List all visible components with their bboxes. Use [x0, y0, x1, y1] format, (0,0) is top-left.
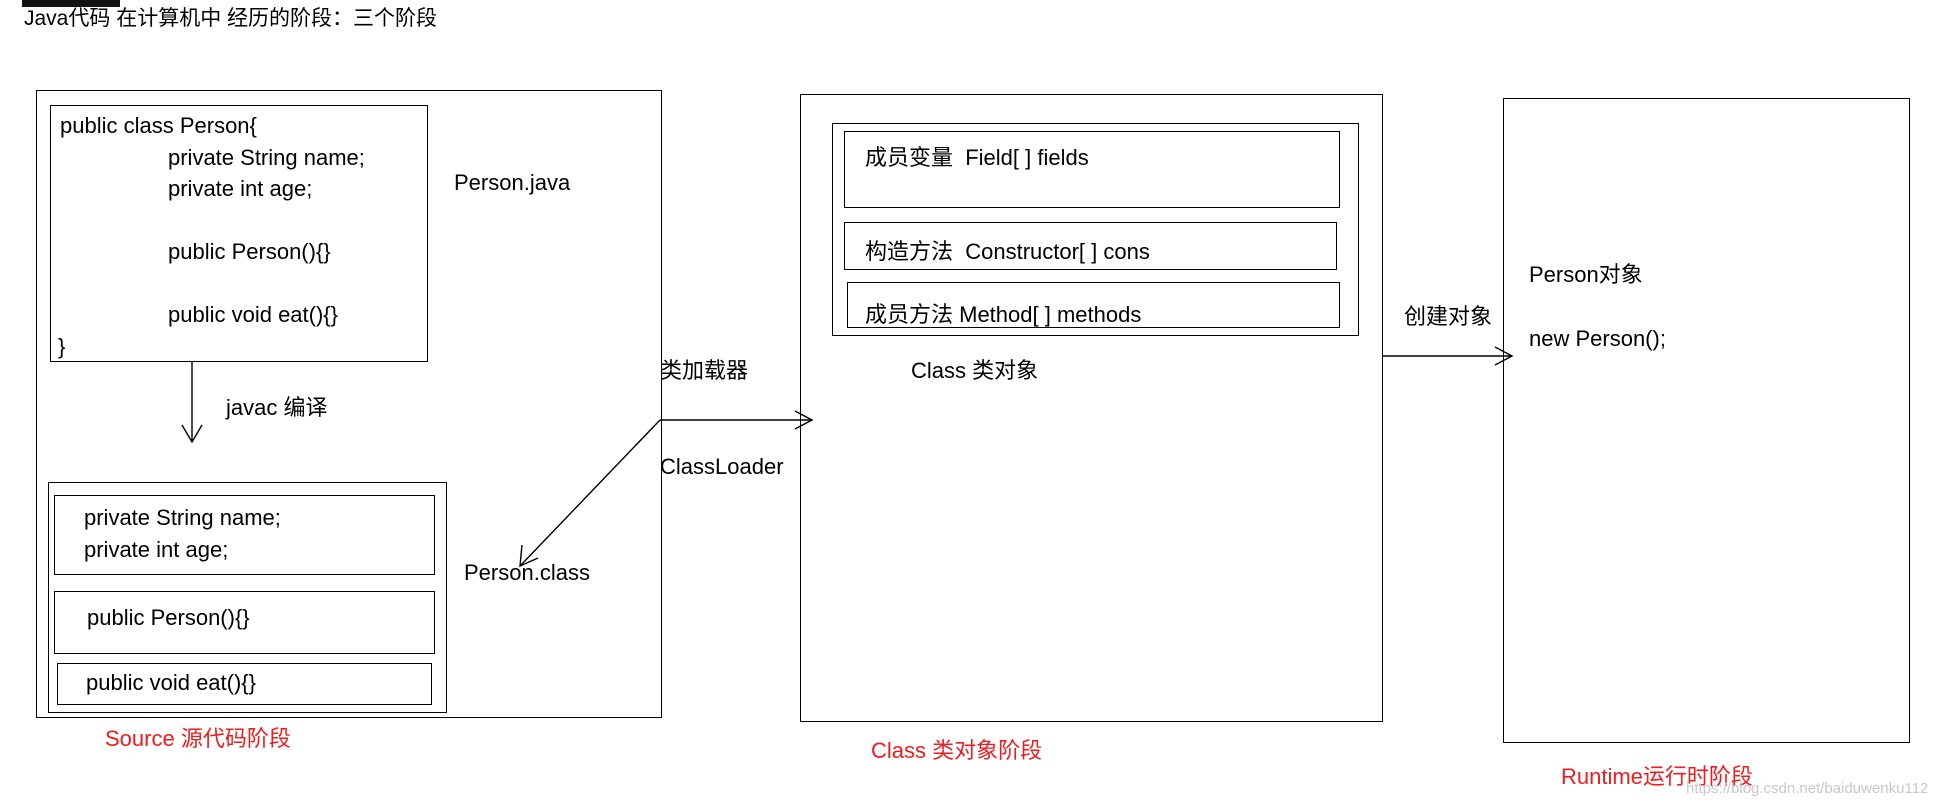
methods-member-label: 成员方法 Method[ ] methods — [865, 302, 1142, 327]
class-object-label: Class 类对象 — [911, 358, 1039, 383]
class-method: public void eat(){} — [86, 670, 256, 695]
fields-member-box — [844, 131, 1340, 208]
fields-member-label: 成员变量 Field[ ] fields — [865, 145, 1089, 170]
class-stage-label: Class 类对象阶段 — [871, 738, 1043, 763]
class-file-label: Person.class — [464, 560, 590, 585]
new-person-expression: new Person(); — [1529, 326, 1666, 351]
java-source-box — [50, 105, 428, 362]
watermark: https://blog.csdn.net/baiduwenku112 — [1686, 780, 1929, 797]
class-file-link-arrow-head — [519, 544, 539, 568]
create-object-arrow-head — [1494, 346, 1514, 366]
class-loader-label-en: ClassLoader — [660, 454, 784, 479]
java-code-line-constructor: public Person(){} — [168, 239, 331, 264]
class-field-name: private String name; — [84, 505, 281, 530]
compile-label: javac 编译 — [226, 395, 328, 420]
class-constructor-section — [54, 591, 435, 654]
methods-member-box — [847, 282, 1340, 328]
java-code-line-name: private String name; — [168, 145, 365, 170]
class-field-age: private int age; — [84, 537, 229, 562]
runtime-stage-panel — [1503, 98, 1910, 743]
constructors-member-label: 构造方法 Constructor[ ] cons — [865, 239, 1150, 264]
top-edge-artifact — [22, 0, 120, 7]
java-code-line-age: private int age; — [168, 176, 313, 201]
source-stage-label: Source 源代码阶段 — [105, 726, 291, 751]
class-file-link-arrow — [519, 419, 661, 567]
runtime-stage-label: Runtime运行时阶段 — [1561, 764, 1753, 789]
java-code-line-class: public class Person{ — [60, 113, 257, 138]
class-method-section — [57, 663, 432, 705]
class-fields-section — [54, 495, 435, 575]
class-loader-arrow-head — [794, 410, 814, 430]
java-code-line-method: public void eat(){} — [168, 302, 338, 327]
compile-arrow-head — [181, 424, 203, 444]
constructors-member-box — [844, 222, 1337, 270]
create-object-label: 创建对象 — [1404, 304, 1493, 329]
page-title: Java代码 在计算机中 经历的阶段：三个阶段 — [24, 7, 438, 30]
class-loader-label-cn: 类加载器 — [660, 358, 749, 383]
java-file-label: Person.java — [454, 170, 571, 195]
class-constructor: public Person(){} — [87, 605, 250, 630]
person-object-title: Person对象 — [1529, 262, 1643, 287]
java-code-line-close: } — [58, 334, 66, 359]
